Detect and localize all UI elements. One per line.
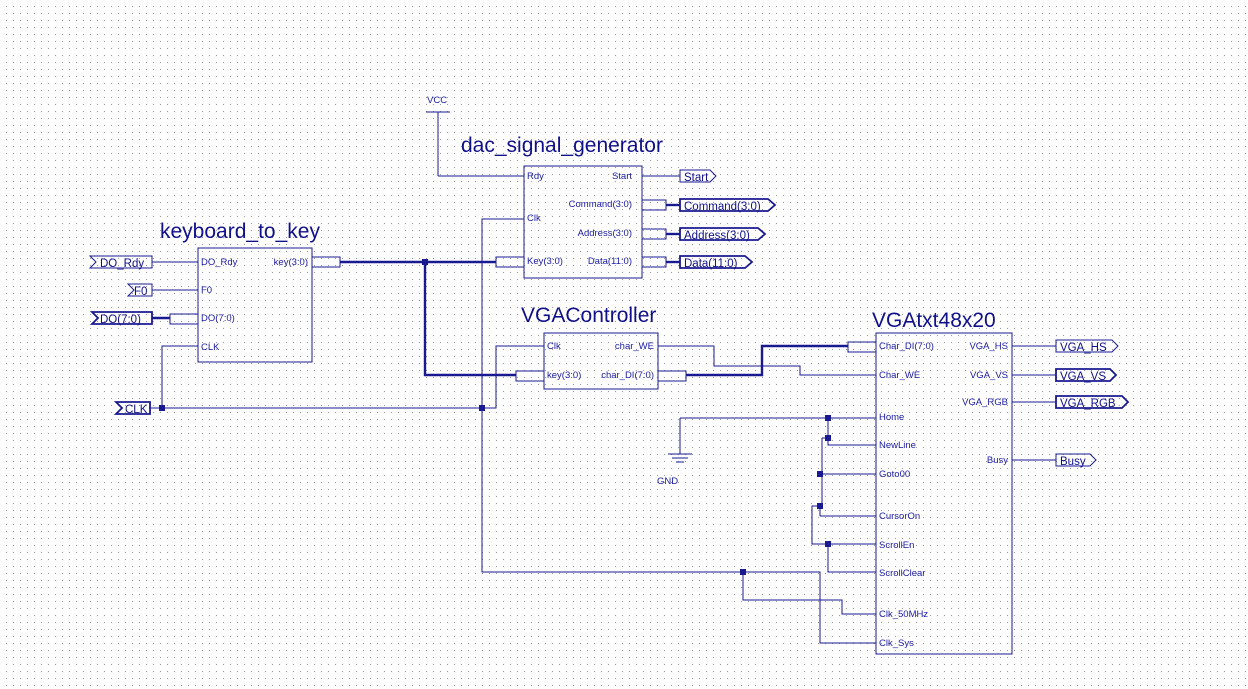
kb-pin-do: DO(7:0): [201, 313, 235, 324]
block-vga-controller[interactable]: VGAController Clk key(3:0) char_WE char_…: [515, 304, 687, 390]
vgatxt-pin-newline: NewLine: [879, 440, 916, 451]
kb-pin-clk: CLK: [201, 342, 220, 353]
port-f0-label: F0: [134, 286, 147, 298]
dac-pin-rdy: Rdy: [527, 171, 544, 182]
vgactrl-pin-char-we: char_WE: [615, 341, 654, 352]
port-clk[interactable]: CLK: [113, 401, 151, 416]
port-f0[interactable]: F0: [126, 283, 153, 298]
vgatxt-pin-vga-hs: VGA_HS: [969, 341, 1008, 352]
port-data-label: Data(11:0): [684, 258, 738, 270]
port-do-label: DO(7:0): [100, 314, 141, 326]
vgatxt-title: VGAtxt48x20: [872, 309, 996, 332]
port-do[interactable]: DO(7:0): [89, 311, 153, 326]
vgatxt-pin-scrollen: ScrollEn: [879, 540, 914, 551]
vcc-label: VCC: [427, 95, 447, 106]
dac-pin-clk: Clk: [527, 213, 541, 224]
keyboard-title: keyboard_to_key: [160, 220, 320, 243]
port-do-rdy-label: DO_Rdy: [100, 258, 144, 270]
port-data[interactable]: Data(11:0): [679, 255, 754, 270]
dac-pin-address: Address(3:0): [578, 228, 632, 239]
dac-pin-start: Start: [612, 171, 632, 182]
gnd-symbol[interactable]: GND: [657, 418, 692, 487]
port-clk-label: CLK: [125, 404, 148, 416]
port-vga-rgb-label: VGA_RGB: [1060, 398, 1116, 410]
port-vga-vs-label: VGA_VS: [1060, 371, 1106, 383]
vgactrl-pin-key: key(3:0): [547, 370, 581, 381]
junctions: [159, 259, 831, 575]
vgatxt-pin-vga-rgb: VGA_RGB: [962, 397, 1008, 408]
wires: [150, 175, 1056, 644]
vgatxt-pin-clk-sys: Clk_Sys: [879, 638, 914, 649]
port-do-rdy[interactable]: DO_Rdy: [88, 255, 153, 270]
dac-pin-key: Key(3:0): [527, 256, 563, 267]
block-vgatxt48x20[interactable]: VGAtxt48x20 Char_DI(7:0) Char_WE Home Ne…: [847, 309, 1013, 655]
vgatxt-pin-cursoron: CursorOn: [879, 511, 920, 522]
dac-title: dac_signal_generator: [461, 134, 663, 157]
port-address[interactable]: Address(3:0): [679, 227, 767, 242]
vgatxt-pin-clk-50mhz: Clk_50MHz: [879, 609, 928, 620]
vgatxt-pin-scrollclear: ScrollClear: [879, 568, 925, 579]
vgatxt-pin-vga-vs: VGA_VS: [970, 370, 1008, 381]
port-busy[interactable]: Busy: [1055, 453, 1097, 468]
port-address-label: Address(3:0): [684, 230, 750, 242]
vgatxt-pin-char-we: Char_WE: [879, 370, 920, 381]
port-busy-label: Busy: [1060, 456, 1086, 468]
vcc-symbol[interactable]: VCC: [426, 95, 450, 176]
block-keyboard-to-key[interactable]: keyboard_to_key DO_Rdy F0 DO(7:0) CLK ke…: [160, 220, 341, 363]
kb-pin-do-rdy: DO_Rdy: [201, 257, 238, 268]
port-start[interactable]: Start: [679, 169, 717, 184]
gnd-label: GND: [657, 476, 678, 487]
vgactrl-pin-clk: Clk: [547, 341, 561, 352]
dac-pin-data: Data(11:0): [588, 256, 632, 267]
buses: [152, 203, 848, 377]
block-dac-signal-generator[interactable]: dac_signal_generator Rdy Clk Key(3:0) St…: [461, 134, 667, 279]
vgactrl-title: VGAController: [521, 304, 656, 327]
vgatxt-pin-busy: Busy: [987, 455, 1008, 466]
vgactrl-pin-char-di: char_DI(7:0): [601, 370, 654, 381]
port-vga-hs[interactable]: VGA_HS: [1055, 339, 1119, 354]
port-command[interactable]: Command(3:0): [679, 198, 777, 213]
port-command-label: Command(3:0): [684, 201, 761, 213]
port-start-label: Start: [684, 172, 709, 184]
vgatxt-pin-home: Home: [879, 412, 904, 423]
kb-pin-f0: F0: [201, 285, 212, 296]
dac-pin-command: Command(3:0): [569, 199, 632, 210]
kb-pin-key: key(3:0): [274, 257, 308, 268]
vgatxt-pin-goto00: Goto00: [879, 469, 910, 480]
port-vga-rgb[interactable]: VGA_RGB: [1055, 395, 1130, 410]
port-vga-hs-label: VGA_HS: [1060, 342, 1107, 354]
port-vga-vs[interactable]: VGA_VS: [1055, 368, 1118, 383]
vgatxt-pin-char-di: Char_DI(7:0): [879, 341, 934, 352]
